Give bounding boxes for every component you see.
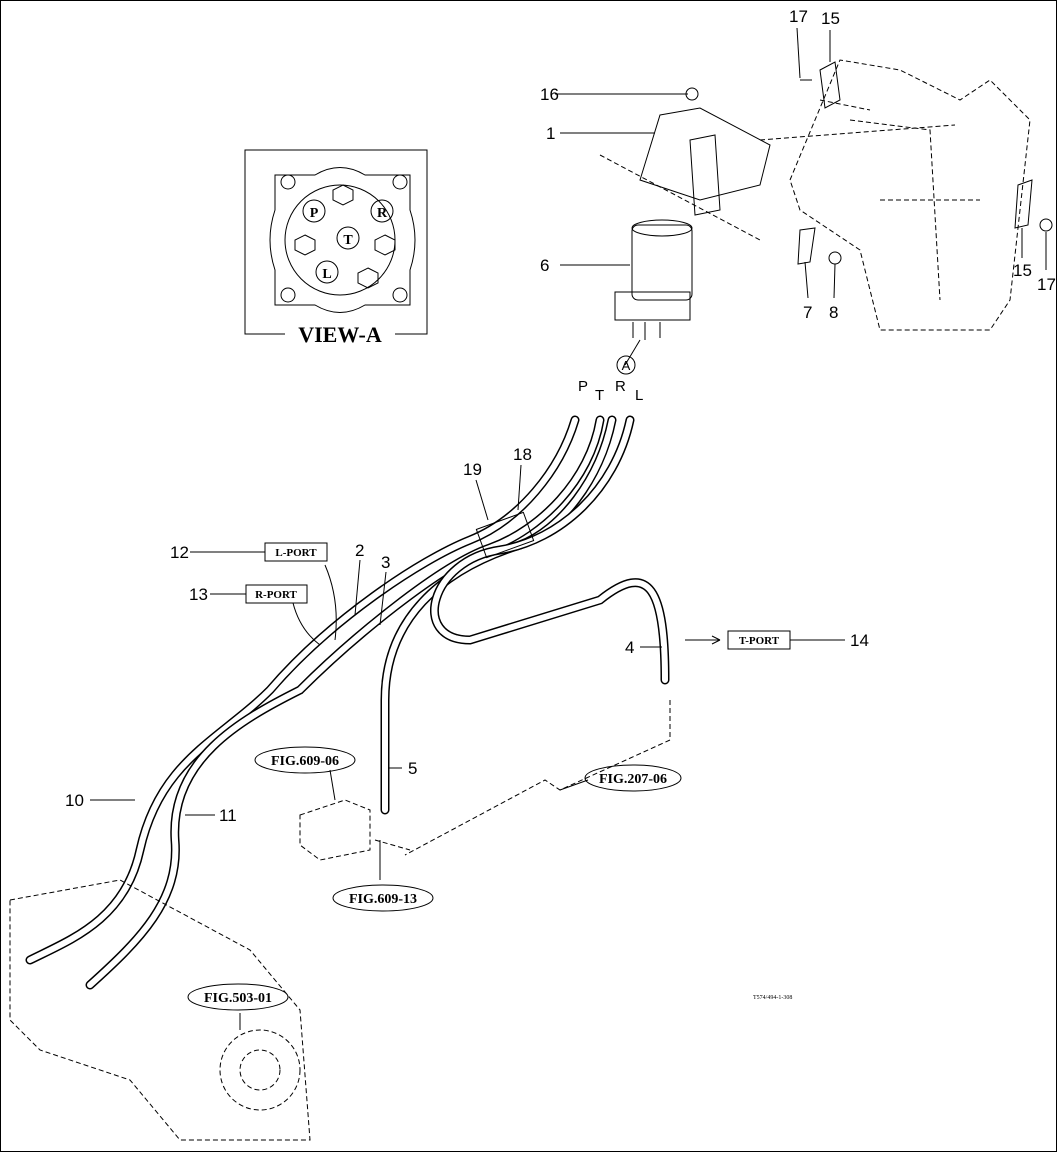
callout-16: 16 <box>540 85 559 104</box>
fig-609-06-ref[interactable]: FIG.609-06 <box>271 754 339 769</box>
callout-15-top: 15 <box>821 9 840 28</box>
view-a-port-t: T <box>343 233 353 248</box>
port-labels: L-PORT R-PORT T-PORT <box>245 542 791 650</box>
hose-port-r: R <box>615 378 626 395</box>
view-a-title: VIEW-A <box>298 322 382 347</box>
callout-5: 5 <box>408 759 417 778</box>
hose-port-l: L <box>635 387 643 404</box>
hose-port-letters: P T R L A <box>578 355 643 404</box>
view-a-port-p: P <box>310 206 319 221</box>
l-port-label: L-PORT <box>275 547 317 559</box>
drawing-code: T574/494-1-308 <box>753 995 792 1001</box>
fig-207-06-ref[interactable]: FIG.207-06 <box>599 772 667 787</box>
r-port-label: R-PORT <box>255 589 297 601</box>
callout-2: 2 <box>355 541 364 560</box>
hoses <box>25 415 670 990</box>
callout-10: 10 <box>65 791 84 810</box>
callout-14: 14 <box>850 631 869 650</box>
callout-12: 12 <box>170 543 189 562</box>
callout-8: 8 <box>829 303 838 322</box>
leader-lines <box>90 27 1047 1030</box>
fig-609-13-ref[interactable]: FIG.609-13 <box>349 892 417 907</box>
callout-11: 11 <box>219 806 237 825</box>
callout-numbers: 16 1 6 17 15 7 8 15 17 18 19 12 13 2 3 4… <box>65 7 1056 825</box>
callout-18: 18 <box>513 445 532 464</box>
callout-17-top: 17 <box>789 7 808 26</box>
callout-4: 4 <box>625 638 634 657</box>
callout-6: 6 <box>540 256 549 275</box>
callout-19: 19 <box>463 460 482 479</box>
callout-13: 13 <box>189 585 208 604</box>
view-a-port-l: L <box>322 267 331 282</box>
view-a-port-r: R <box>377 206 388 221</box>
steering-unit <box>614 61 1053 340</box>
callout-7: 7 <box>803 303 812 322</box>
callout-15-right: 15 <box>1013 261 1032 280</box>
hose-port-t: T <box>595 387 604 404</box>
fig-503-01-ref[interactable]: FIG.503-01 <box>204 991 272 1006</box>
view-a-inset: P R T L VIEW-A <box>244 149 428 347</box>
callout-17-right: 17 <box>1037 275 1056 294</box>
view-a-marker: A <box>622 358 631 373</box>
frame-bracket <box>599 59 1031 331</box>
callout-3: 3 <box>381 553 390 572</box>
callout-1: 1 <box>546 124 555 143</box>
pump <box>299 799 371 861</box>
hose-port-p: P <box>578 378 588 395</box>
t-port-label: T-PORT <box>739 635 780 647</box>
figure-references: FIG.609-06 FIG.207-06 FIG.609-13 FIG.503… <box>187 746 682 1011</box>
front-axle <box>9 879 311 1141</box>
